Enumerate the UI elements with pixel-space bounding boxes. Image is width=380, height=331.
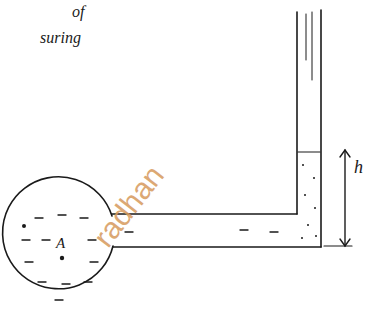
- h-base: [324, 245, 352, 246]
- text-fragment: suring: [40, 30, 81, 46]
- tube-glint: [312, 12, 313, 80]
- arrow-head: [340, 239, 350, 246]
- tube-left-wall: [296, 12, 298, 214]
- liquid-level: [298, 151, 320, 152]
- dimension-label: h: [354, 158, 363, 176]
- pipe-bottom: [113, 246, 321, 248]
- point-label: A: [56, 236, 65, 251]
- liquid-dots: [22, 164, 317, 260]
- liquid-dashes: [22, 215, 278, 300]
- arrow-head: [340, 150, 350, 157]
- watermark: radhan: [88, 160, 169, 252]
- tube-right-wall: [320, 10, 322, 247]
- h-dimension: [344, 150, 345, 246]
- text-fragment: of: [72, 4, 84, 20]
- tube-glint: [306, 14, 307, 60]
